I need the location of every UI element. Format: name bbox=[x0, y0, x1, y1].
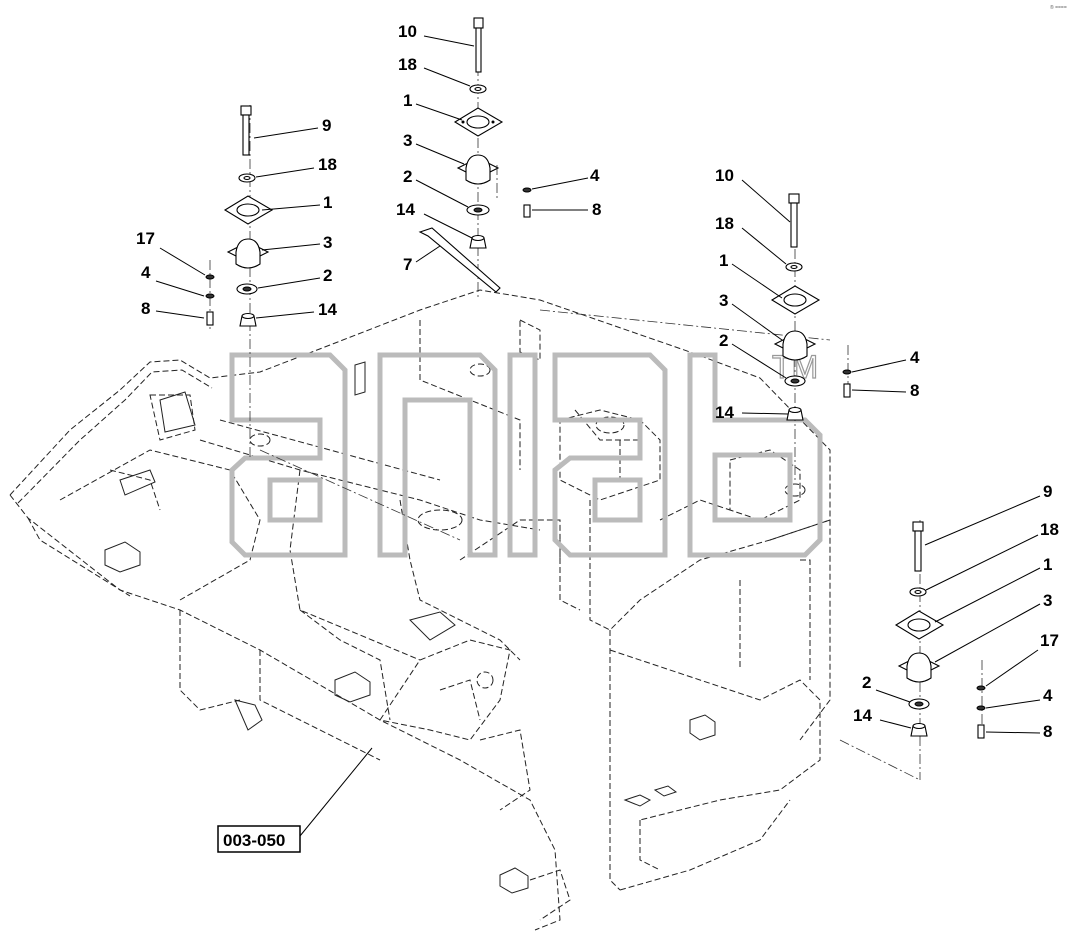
callout-2: 2 bbox=[719, 331, 728, 350]
callout-14: 14 bbox=[318, 300, 337, 319]
callout-17: 17 bbox=[1040, 631, 1059, 650]
right-lower-mount-assembly bbox=[894, 521, 986, 739]
callout-1: 1 bbox=[719, 251, 728, 270]
callout-8: 8 bbox=[1043, 722, 1052, 741]
callout-2: 2 bbox=[403, 167, 412, 186]
center-mount-assembly bbox=[418, 17, 532, 293]
lockwasher-4 bbox=[205, 293, 215, 299]
bolt-8 bbox=[523, 204, 531, 218]
callout-1: 1 bbox=[403, 91, 412, 110]
callout-4: 4 bbox=[590, 166, 600, 185]
bolt-8 bbox=[977, 724, 985, 739]
callout-9: 9 bbox=[1043, 482, 1052, 501]
callout-8: 8 bbox=[910, 381, 919, 400]
bolt-10 bbox=[473, 17, 484, 29]
callouts-left: 9 18 1 3 2 14 17 4 8 bbox=[136, 116, 337, 319]
right-upper-mount-assembly bbox=[770, 193, 852, 421]
bolt-9 bbox=[240, 105, 252, 116]
reference-callout[interactable]: 003-050 bbox=[217, 747, 373, 853]
bolt-9 bbox=[912, 521, 924, 532]
left-mount-assembly bbox=[205, 105, 274, 327]
callout-2: 2 bbox=[862, 673, 871, 692]
lockwasher-4 bbox=[842, 369, 852, 375]
assembly-center-lines bbox=[209, 30, 983, 781]
callout-17: 17 bbox=[136, 229, 155, 248]
lockwasher-17 bbox=[976, 685, 986, 691]
callout-3: 3 bbox=[323, 233, 332, 252]
watermark-logo: TM bbox=[229, 348, 823, 558]
reference-label: 003-050 bbox=[223, 831, 285, 850]
callout-2: 2 bbox=[323, 266, 332, 285]
callout-4: 4 bbox=[1043, 686, 1053, 705]
callout-7: 7 bbox=[403, 255, 412, 274]
callout-18: 18 bbox=[1040, 520, 1059, 539]
bolt-8 bbox=[843, 383, 851, 398]
callout-3: 3 bbox=[1043, 591, 1052, 610]
callout-14: 14 bbox=[715, 403, 734, 422]
callout-10: 10 bbox=[715, 166, 734, 185]
callout-3: 3 bbox=[403, 131, 412, 150]
callouts-right-lower: 9 18 1 3 17 2 14 4 8 bbox=[853, 482, 1059, 741]
callout-9: 9 bbox=[322, 116, 331, 135]
corner-mark: ® ==== bbox=[1050, 4, 1067, 11]
callout-4: 4 bbox=[910, 348, 920, 367]
callouts-center: 10 18 1 3 2 14 7 4 8 bbox=[396, 22, 601, 274]
callout-14: 14 bbox=[396, 200, 415, 219]
callout-8: 8 bbox=[141, 299, 150, 318]
callout-3: 3 bbox=[719, 291, 728, 310]
callout-1: 1 bbox=[323, 193, 332, 212]
callout-18: 18 bbox=[715, 214, 734, 233]
lockwasher-4 bbox=[522, 187, 532, 193]
rod-7 bbox=[418, 227, 501, 293]
callout-14: 14 bbox=[853, 706, 872, 725]
callout-18: 18 bbox=[398, 55, 417, 74]
callout-4: 4 bbox=[141, 263, 151, 282]
lockwasher-4 bbox=[976, 705, 986, 711]
callouts-right-upper: 10 18 1 3 2 14 4 8 bbox=[715, 166, 920, 422]
callout-10: 10 bbox=[398, 22, 417, 41]
lockwasher-17 bbox=[205, 274, 215, 280]
bolt-8 bbox=[206, 311, 214, 326]
callout-1: 1 bbox=[1043, 555, 1052, 574]
machine-frame bbox=[9, 289, 831, 931]
bolt-10 bbox=[788, 193, 800, 204]
callout-18: 18 bbox=[318, 155, 337, 174]
callout-8: 8 bbox=[592, 200, 601, 219]
